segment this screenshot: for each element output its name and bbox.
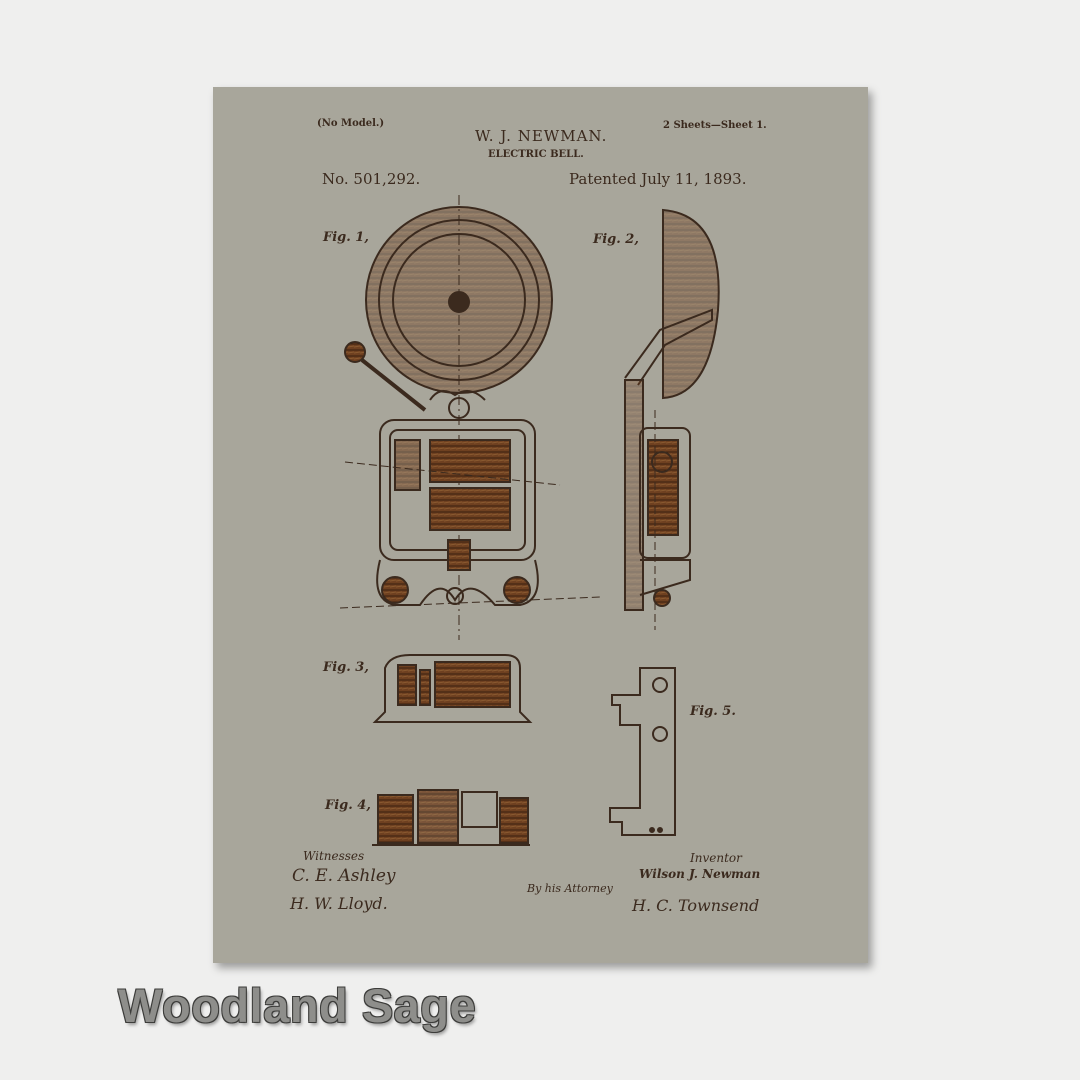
patent-title: ELECTRIC BELL.	[488, 149, 584, 160]
fig-4-label: Fig. 4,	[325, 798, 371, 813]
witness-signature-1: C. E. Ashley	[292, 866, 396, 886]
figure-2-bell-side	[624, 208, 720, 630]
fig-5-label: Fig. 5.	[690, 704, 736, 719]
attorney-label: By his Attorney	[527, 882, 613, 895]
patent-number: No. 501,292.	[322, 170, 421, 188]
fig-1-label: Fig. 1,	[323, 230, 369, 245]
fig-2-label: Fig. 2,	[593, 232, 639, 247]
patent-print	[213, 87, 868, 963]
color-name-caption: Woodland Sage	[118, 979, 477, 1032]
inventor-label: Inventor	[690, 851, 742, 865]
figure-1-bell-front	[339, 195, 601, 640]
figure-3	[372, 654, 533, 723]
attorney-signature: H. C. Townsend	[632, 896, 760, 915]
witness-signature-2: H. W. Lloyd.	[290, 894, 388, 913]
inventor-heading: W. J. NEWMAN.	[475, 127, 608, 145]
figure-5-bracket	[609, 667, 676, 836]
sheet-count: 2 Sheets—Sheet 1.	[663, 120, 767, 131]
fig-3-label: Fig. 3,	[323, 660, 369, 675]
inventor-signature: Wilson J. Newman	[639, 867, 761, 881]
patent-date: Patented July 11, 1893.	[569, 170, 747, 188]
model-note: (No Model.)	[317, 118, 385, 129]
witnesses-label: Witnesses	[303, 849, 365, 863]
figure-4	[372, 789, 530, 846]
